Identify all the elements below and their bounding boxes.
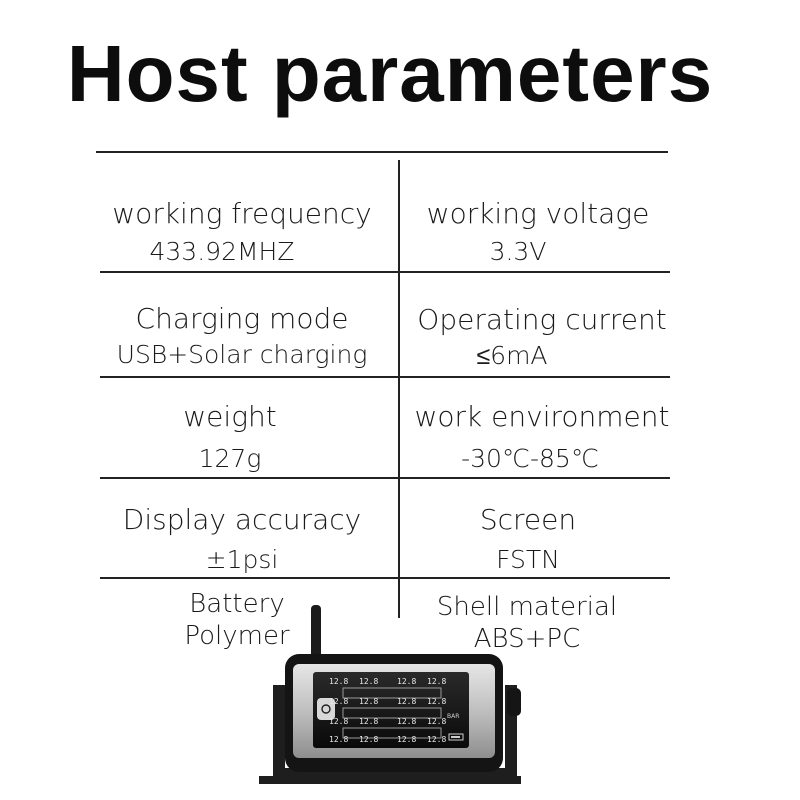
param-label: Display accuracy (122, 503, 362, 536)
param-label: working voltage (426, 197, 650, 230)
param-label: Battery (189, 589, 285, 619)
column-divider (398, 160, 400, 618)
param-label: Shell material (436, 592, 618, 622)
param-label: work environment (414, 400, 670, 433)
param-value: 3.3V (489, 237, 547, 266)
lcd-screen (313, 672, 469, 748)
param-cell: working frequency 433.92MHZ (92, 197, 392, 267)
param-cell: Screen FSTN (378, 503, 678, 575)
param-label: Operating current (417, 303, 667, 336)
param-label: working frequency (112, 197, 372, 230)
row-divider (100, 376, 670, 378)
lcd-reading: 12.8 (359, 735, 378, 744)
param-value: -30℃-85℃ (461, 444, 599, 473)
param-value: Polymer (184, 621, 290, 651)
antenna (311, 605, 321, 665)
param-cell: Operating current ≤6mA (392, 303, 692, 371)
param-value: ABS+PC (473, 624, 581, 654)
lcd-reading: 12.8 (397, 717, 416, 726)
lcd-reading: 12.8 (359, 717, 378, 726)
param-label: Screen (479, 503, 577, 536)
param-value: USB+Solar charging (116, 340, 368, 369)
page-title: Host parameters (66, 29, 714, 118)
row-divider (100, 271, 670, 273)
lcd-reading: 12.8 (329, 677, 348, 686)
param-label: weight (183, 400, 277, 433)
param-cell: Display accuracy ±1psi (92, 503, 392, 575)
lcd-reading: 12.8 (329, 697, 348, 706)
param-value: 433.92MHZ (149, 237, 295, 266)
param-label: Charging mode (135, 302, 349, 335)
param-cell: Battery Polymer (87, 588, 387, 652)
battery-icon (448, 733, 464, 741)
lcd-reading: 12.8 (427, 697, 446, 706)
lcd-reading: 12.8 (397, 735, 416, 744)
unit-label: BAR (447, 713, 459, 720)
param-cell: weight 127g (80, 400, 380, 474)
lcd-reading: 12.8 (427, 677, 446, 686)
param-value: 127g (198, 444, 262, 473)
param-value: FSTN (496, 545, 560, 574)
param-cell: work environment -30℃-85℃ (392, 400, 692, 474)
lcd-reading: 12.8 (397, 697, 416, 706)
row-divider (100, 577, 670, 579)
param-value: ≤6mA (476, 341, 548, 370)
lcd-reading: 12.8 (397, 677, 416, 686)
lcd-reading: 12.8 (359, 677, 378, 686)
param-cell: Shell material ABS+PC (377, 591, 677, 655)
row-divider (100, 477, 670, 479)
lcd-reading: 12.8 (427, 717, 446, 726)
lcd-reading: 12.8 (427, 735, 446, 744)
param-value: ±1psi (205, 545, 279, 574)
power-icon (321, 704, 331, 714)
tpms-monitor-image: 12.8 12.8 12.8 12.8 12.8 12.8 12.8 12.8 12.8 12.8… (259, 605, 521, 784)
lcd-reading: 12.8 (329, 717, 348, 726)
param-cell: working voltage 3.3V (388, 197, 688, 267)
lcd-reading: 12.8 (359, 697, 378, 706)
lcd-reading: 12.8 (329, 735, 348, 744)
header-divider (96, 151, 668, 153)
adjust-knob (507, 688, 521, 716)
power-button (317, 698, 335, 720)
param-cell: Charging mode USB+Solar charging (92, 302, 392, 370)
mount-bracket (259, 685, 521, 784)
